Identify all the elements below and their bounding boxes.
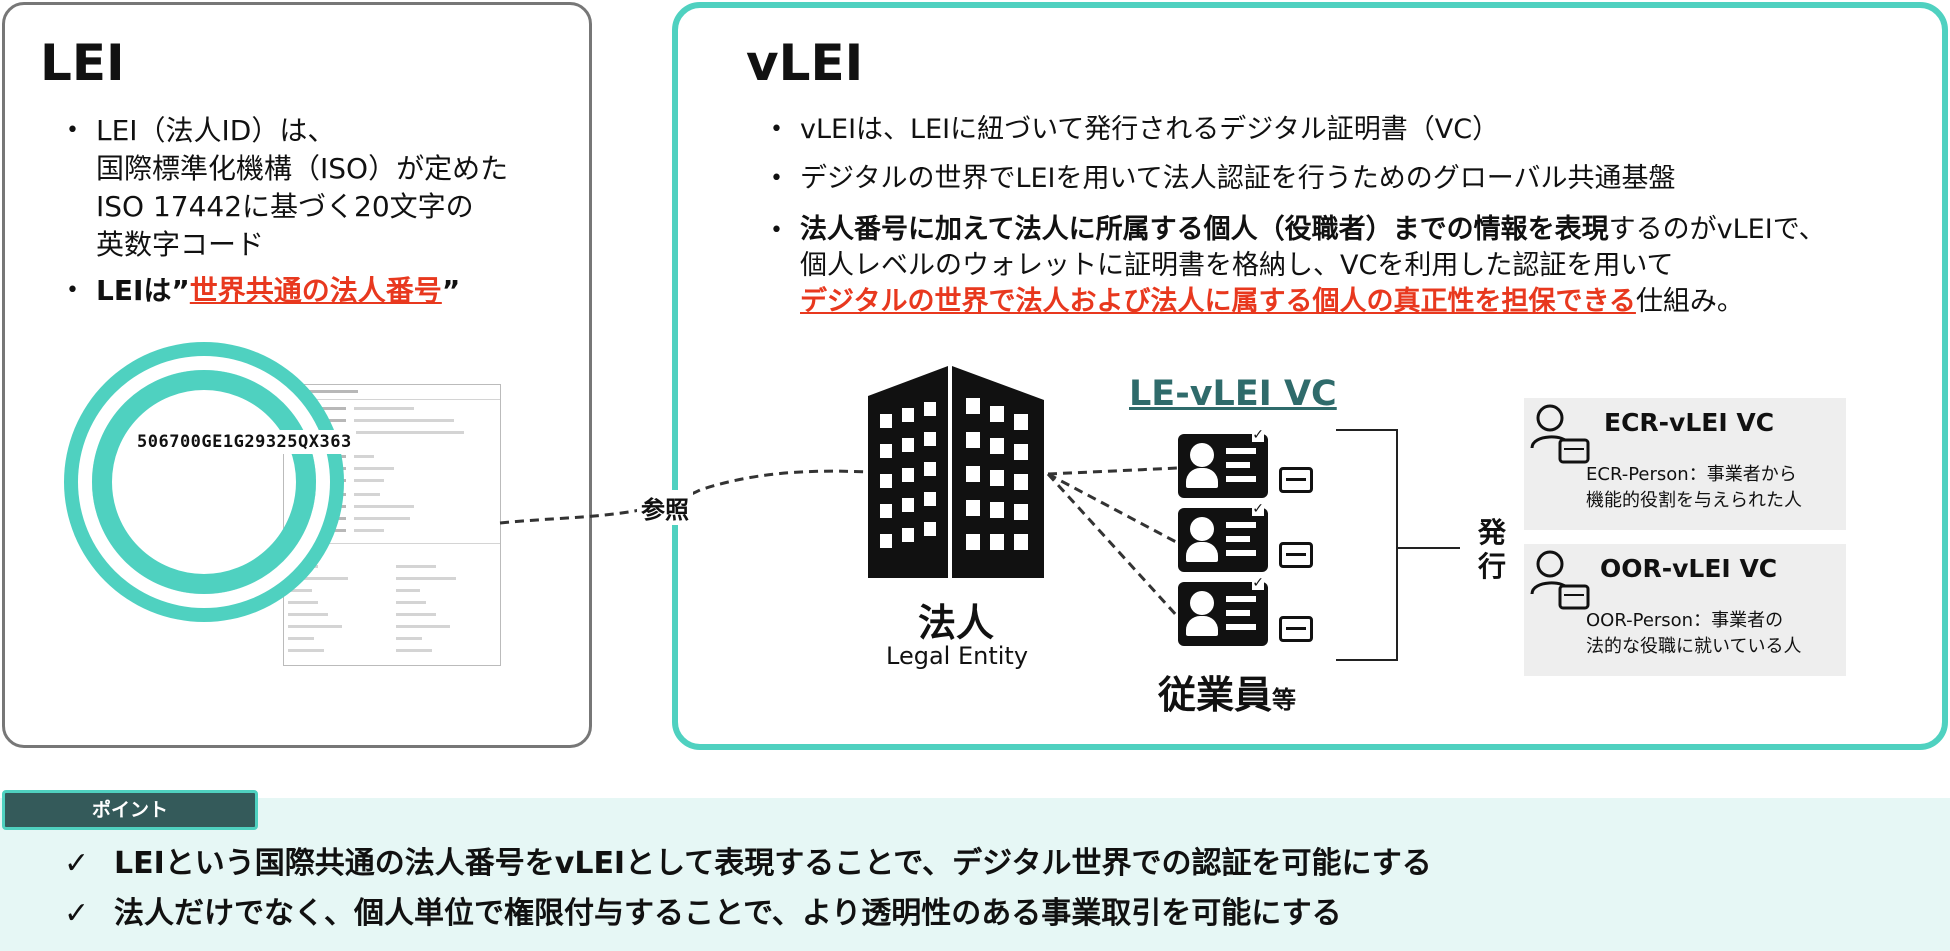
person-wallet-icon — [1530, 404, 1590, 464]
lei-bullet-1-line: 国際標準化機構（ISO）が定めた — [96, 152, 509, 185]
wallet-icon — [1279, 467, 1313, 493]
oor-desc-line: OOR-Person：事業者の — [1586, 610, 1784, 631]
lei-bullet-2-emphasis: 世界共通の法人番号 — [189, 274, 442, 307]
oor-vlei-vc-title: OOR-vLEI VC — [1600, 554, 1778, 583]
lei-bullet-2: LEIは”世界共通の法人番号” — [96, 272, 460, 310]
point-item-text: LEIという国際共通の法人番号をvLEIとして表現することで、デジタル世界での認… — [114, 846, 1432, 881]
oor-desc-line: 法的な役職に就いている人 — [1586, 636, 1802, 657]
oor-vlei-vc-desc: OOR-Person：事業者の 法的な役職に就いている人 — [1586, 608, 1801, 660]
vlei-bullet-1: vLEIは、LEIに紐づいて発行されるデジタル証明書（VC） — [800, 114, 1500, 145]
ecr-vlei-vc-desc: ECR-Person：事業者から 機能的役割を与えられた人 — [1586, 462, 1802, 514]
ecr-vlei-vc-box — [1524, 398, 1846, 530]
check-icon: ✓ — [64, 846, 90, 881]
vlei-bullet-3-line2: 個人レベルのウォレットに証明書を格納し、VCを利用した認証を用いて — [800, 250, 1674, 281]
person-wallet-icon — [1530, 550, 1590, 610]
employee-card-icon: ✓ — [1178, 502, 1268, 572]
le-vlei-vc-label: LE-vLEI VC — [1129, 374, 1337, 414]
vlei-bullet-3-rest: するのがvLEIで、 — [1608, 214, 1826, 245]
ecr-desc-line: 機能的役割を与えられた人 — [1586, 490, 1802, 511]
wallet-icon — [1279, 616, 1313, 642]
point-item-text: 法人だけでなく、個人単位で権限付与することで、より透明性のある事業取引を可能にす… — [114, 896, 1342, 931]
wallet-icon — [1279, 542, 1313, 568]
point-item: ✓ 法人だけでなく、個人単位で権限付与することで、より透明性のある事業取引を可能に… — [64, 888, 1342, 932]
point-item: ✓ LEIという国際共通の法人番号をvLEIとして表現することで、デジタル世界での… — [64, 838, 1432, 882]
oor-vlei-vc-box — [1524, 544, 1846, 676]
lei-code: 506700GE1G29325QX363 — [133, 430, 356, 454]
lei-bullet-1: LEI（法人ID）は、 国際標準化機構（ISO）が定めた ISO 17442に基… — [96, 112, 508, 264]
employee-card-icon: ✓ — [1178, 428, 1268, 498]
vlei-bullet-2: デジタルの世界でLEIを用いて法人認証を行うためのグローバル共通基盤 — [800, 163, 1676, 194]
lei-bullet-1-line: 英数字コード — [96, 228, 265, 261]
vlei-bullet-3-emphasis: デジタルの世界で法人および法人に属する個人の真正性を担保できる — [800, 286, 1636, 317]
employees-label: 従業員等 — [1158, 664, 1296, 719]
bullet-dot: • — [66, 278, 79, 303]
entity-label: 法人 — [918, 601, 995, 645]
entity-sub-label: Legal Entity — [886, 642, 1029, 670]
reference-label: 参照 — [637, 490, 693, 525]
ecr-desc-line: ECR-Person：事業者から — [1586, 464, 1797, 485]
vlei-title: vLEI — [746, 34, 864, 92]
lei-bullet-1-line: ISO 17442に基づく20文字の — [96, 190, 474, 223]
lei-bullet-2-prefix: LEIは” — [96, 274, 190, 307]
lei-bullet-2-suffix: ” — [441, 274, 461, 307]
bullet-dot: • — [66, 118, 79, 143]
issue-label: 発行 — [1478, 516, 1507, 583]
bullet-dot: • — [770, 218, 783, 243]
check-icon: ✓ — [64, 896, 90, 931]
lei-bullet-1-line: LEI（法人ID）は、 — [96, 114, 336, 147]
ecr-vlei-vc-title: ECR-vLEI VC — [1604, 408, 1775, 437]
employees-suffix: 等 — [1272, 686, 1297, 714]
vlei-bullet-3: 法人番号に加えて法人に所属する個人（役職者）までの情報を表現するのがvLEIで、… — [800, 212, 1930, 320]
point-section — [0, 798, 1950, 951]
bullet-dot: • — [770, 166, 783, 191]
point-badge: ポイント — [2, 790, 258, 830]
vlei-bullet-3-bold: 法人番号に加えて法人に所属する個人（役職者）までの情報を表現 — [800, 214, 1609, 245]
bullet-dot: • — [770, 117, 783, 142]
employee-card-icon: ✓ — [1178, 576, 1268, 646]
vlei-bullet-3-tail: 仕組み。 — [1635, 286, 1744, 317]
employees-main: 従業員 — [1158, 673, 1273, 717]
lei-title: LEI — [40, 34, 125, 92]
building-icon — [868, 366, 1044, 578]
